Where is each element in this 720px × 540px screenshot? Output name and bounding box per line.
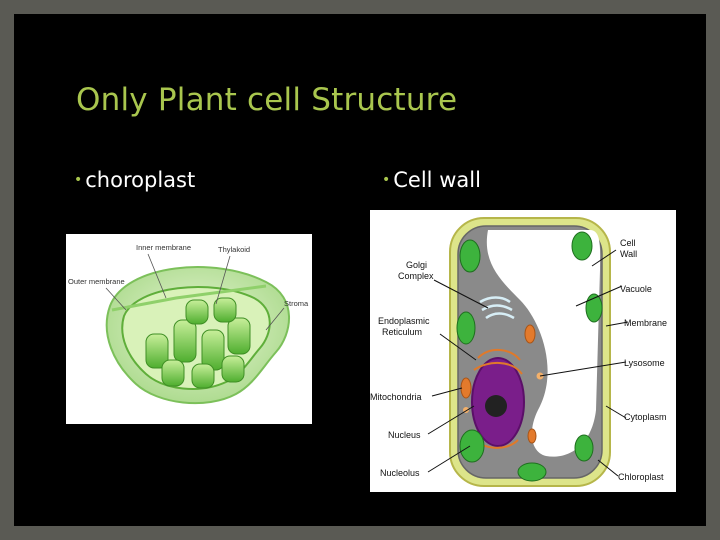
label-golgi-2: Complex <box>398 271 434 281</box>
bullet-dot-icon: • <box>74 172 83 188</box>
cut-face <box>111 284 267 312</box>
label-cytoplasm: Cytoplasm <box>624 412 667 422</box>
golgi-shape <box>479 296 515 320</box>
vacuole-shape <box>486 230 601 457</box>
bullet-chloroplast: •choroplast <box>74 168 195 192</box>
plant-cell-illustration: Cell Wall Golgi Complex Vacuole Endoplas… <box>370 217 667 487</box>
bullet-text: Cell wall <box>393 168 481 192</box>
label-vacuole: Vacuole <box>620 284 652 294</box>
label-er-2: Reticulum <box>382 327 422 337</box>
nucleolus-shape <box>485 395 507 417</box>
label-er: Endoplasmic <box>378 316 430 326</box>
plant-cell-image: Cell Wall Golgi Complex Vacuole Endoplas… <box>370 210 676 492</box>
mitochondria-shapes <box>460 324 537 444</box>
label-nucleus: Nucleus <box>388 430 421 440</box>
label-lysosome: Lysosome <box>624 358 665 368</box>
thylakoid-stacks <box>145 297 251 389</box>
chloroplast-illustration: Inner membrane Thylakoid Outer membrane … <box>68 243 309 405</box>
label-nucleolus: Nucleolus <box>380 468 420 478</box>
label-cell-wall: Cell <box>620 238 636 248</box>
label-outer-membrane: Outer membrane <box>68 277 125 286</box>
label-stroma: Stroma <box>284 299 309 308</box>
slide-title: Only Plant cell Structure <box>76 82 458 118</box>
bullet-text: choroplast <box>85 168 196 192</box>
label-cell-wall-2: Wall <box>620 249 637 259</box>
label-thylakoid: Thylakoid <box>218 245 250 254</box>
chloroplast-shapes <box>456 231 603 482</box>
label-membrane: Membrane <box>624 318 667 328</box>
label-golgi: Golgi <box>406 260 427 270</box>
label-inner-membrane: Inner membrane <box>136 243 191 252</box>
slide: Only Plant cell Structure •choroplast •C… <box>14 14 706 526</box>
label-chloroplast: Chloroplast <box>618 472 664 482</box>
label-lines <box>427 249 629 477</box>
bullet-cell-wall: •Cell wall <box>382 168 481 192</box>
chloroplast-image: Inner membrane Thylakoid Outer membrane … <box>66 234 312 424</box>
label-mitochondria: Mitochondria <box>370 392 422 402</box>
bullet-dot-icon: • <box>382 172 391 188</box>
